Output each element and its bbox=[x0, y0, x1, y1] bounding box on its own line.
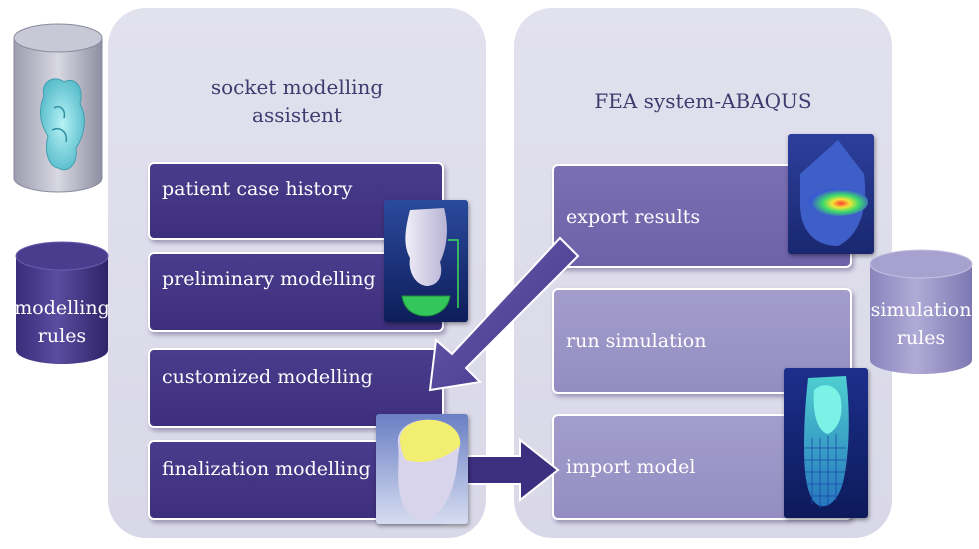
preliminary-model-thumbnail bbox=[384, 200, 468, 322]
step-label: import model bbox=[566, 456, 696, 478]
export-results-thumbnail bbox=[788, 134, 874, 254]
panel-title-line1: socket modelling bbox=[210, 75, 384, 99]
finalization-model-thumbnail bbox=[376, 414, 468, 524]
modelling-rules-database: modelling rules bbox=[12, 238, 112, 368]
step-label: preliminary modelling bbox=[162, 268, 376, 290]
panel-title: FEA system-ABAQUS bbox=[594, 89, 812, 113]
database-label-line1: modelling bbox=[14, 297, 110, 319]
step-label: finalization modelling bbox=[162, 458, 371, 480]
panel-title-line2: assistent bbox=[252, 103, 342, 127]
step-label: export results bbox=[566, 206, 701, 228]
step-label: patient case history bbox=[162, 178, 353, 200]
database-label-line2: rules bbox=[37, 325, 87, 347]
database-icon bbox=[15, 241, 109, 364]
database-icon bbox=[869, 249, 973, 374]
import-model-thumbnail bbox=[784, 368, 868, 518]
scan-cylinder-icon bbox=[13, 23, 103, 193]
database-label-line1: simulation bbox=[870, 299, 972, 321]
database-label-line2: rules bbox=[896, 327, 946, 349]
step-label: run simulation bbox=[566, 330, 707, 352]
simulation-rules-database: simulation rules bbox=[866, 246, 976, 378]
step-label: customized modelling bbox=[162, 366, 373, 388]
